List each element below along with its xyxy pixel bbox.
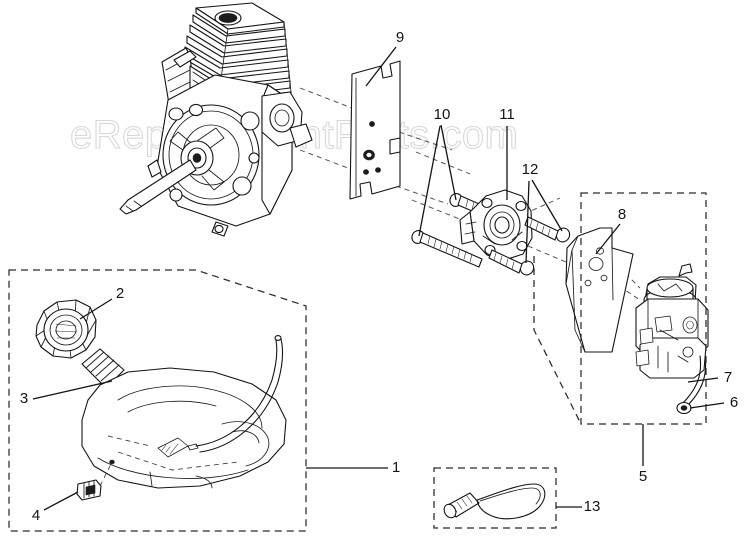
callout-label-7: 7 — [724, 369, 732, 386]
part-intake-manifold — [459, 189, 533, 261]
group-box-fuel-tank — [8, 269, 307, 532]
part-grommet — [76, 461, 113, 501]
callout-label-11: 11 — [499, 106, 515, 123]
callout-label-13: 13 — [584, 498, 601, 515]
part-mounting-bracket — [565, 227, 634, 353]
callout-label-9: 9 — [396, 29, 404, 46]
callout-label-5: 5 — [639, 468, 647, 485]
callout-label-1: 1 — [392, 459, 400, 476]
callout-label-6: 6 — [730, 394, 738, 411]
group-box-bracket-link — [533, 256, 582, 425]
assembly-alignment-lines — [299, 87, 641, 301]
part-fuel-cap — [35, 299, 97, 359]
part-fuel-tank — [81, 335, 287, 489]
callout-label-2: 2 — [116, 285, 124, 302]
part-gasket — [349, 60, 401, 200]
part-fuel-line-clip — [676, 401, 692, 415]
part-carburetor — [635, 263, 709, 379]
callout-label-12: 12 — [522, 161, 539, 178]
part-starter-handle — [443, 483, 546, 520]
callout-label-10: 10 — [434, 106, 451, 123]
callout-leaders — [32, 46, 725, 511]
callout-labels: 1 2 3 4 5 6 7 8 9 10 11 12 13 — [20, 29, 738, 524]
callout-label-4: 4 — [32, 507, 40, 524]
part-manifold-screws — [488, 216, 571, 276]
group-box-starter-handle — [433, 467, 557, 529]
group-box-carburetor — [580, 192, 707, 425]
callout-label-3: 3 — [20, 390, 28, 407]
callout-label-8: 8 — [618, 206, 626, 223]
engine-block-assembly — [119, 2, 313, 237]
